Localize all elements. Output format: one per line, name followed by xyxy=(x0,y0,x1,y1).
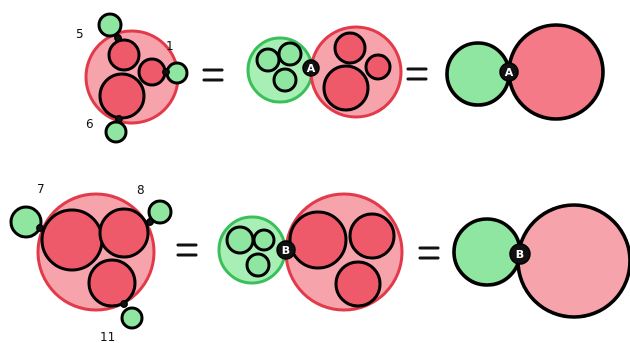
row2-red-circle-bottom xyxy=(336,262,380,306)
row1-red-ball xyxy=(509,25,603,119)
row2-green-circle-a xyxy=(227,227,253,253)
row2-inner-circle-right xyxy=(100,209,148,257)
row2-green-circle-b xyxy=(254,230,274,250)
row2-leaf-11 xyxy=(122,308,142,328)
row1-middle-composite: A xyxy=(248,27,401,117)
row2-node-8 xyxy=(147,219,153,225)
row1-inner-circle-top xyxy=(109,40,139,70)
row1-red-circle-top xyxy=(335,33,365,63)
row1-right-composite: A xyxy=(447,25,603,119)
row2-node-7 xyxy=(37,225,43,231)
row2-equals-2 xyxy=(420,248,438,258)
row2-left-composite: 7 8 11 xyxy=(11,182,171,343)
row2-inner-circle-bottom xyxy=(89,260,135,306)
row1-label-5: 5 xyxy=(76,27,84,41)
row2-red-ball xyxy=(518,205,630,317)
row1-green-circle-a xyxy=(257,49,279,71)
row2-equals-1 xyxy=(178,245,196,255)
row1-inner-circle-right xyxy=(139,59,165,85)
row2-green-circle-c xyxy=(247,254,269,276)
row2-label-8: 8 xyxy=(137,183,145,197)
row1-node-1 xyxy=(163,69,169,75)
row1-label-6: 6 xyxy=(86,117,94,131)
row2-right-composite: B xyxy=(454,205,630,317)
row1-leaf-6 xyxy=(106,122,126,142)
row2-right-node-b-label: B xyxy=(516,248,524,261)
row2-inner-circle-left xyxy=(42,210,102,270)
row2-middle-node-b-label: B xyxy=(282,244,290,257)
row1-left-composite: 5 1 6 xyxy=(76,14,187,142)
row1-leaf-5 xyxy=(99,14,121,36)
row2-node-11 xyxy=(121,301,127,307)
row1-equals-1 xyxy=(204,70,222,80)
row2-red-circle-left xyxy=(290,212,346,268)
row1-node-5 xyxy=(115,35,121,41)
row1-label-1: 1 xyxy=(166,39,174,53)
row1-green-circle-b xyxy=(279,43,301,65)
row2-leaf-7 xyxy=(11,207,41,237)
row1-green-circle-c xyxy=(274,69,296,91)
row1-leaf-1 xyxy=(167,63,187,83)
row1-node-6 xyxy=(116,116,122,122)
row1-red-circle-bottom xyxy=(324,66,368,110)
row2-red-circle-right xyxy=(350,214,394,258)
row2-label-11: 11 xyxy=(100,330,115,343)
row1-red-circle-right xyxy=(366,55,390,79)
row2-label-7: 7 xyxy=(37,182,45,196)
row1-equals-2 xyxy=(408,69,426,79)
row1-inner-circle-bottom xyxy=(100,74,144,118)
row1-right-node-a-label: A xyxy=(505,66,514,79)
row2-middle-composite: B xyxy=(219,194,402,310)
row1-middle-node-a-label: A xyxy=(307,62,316,75)
